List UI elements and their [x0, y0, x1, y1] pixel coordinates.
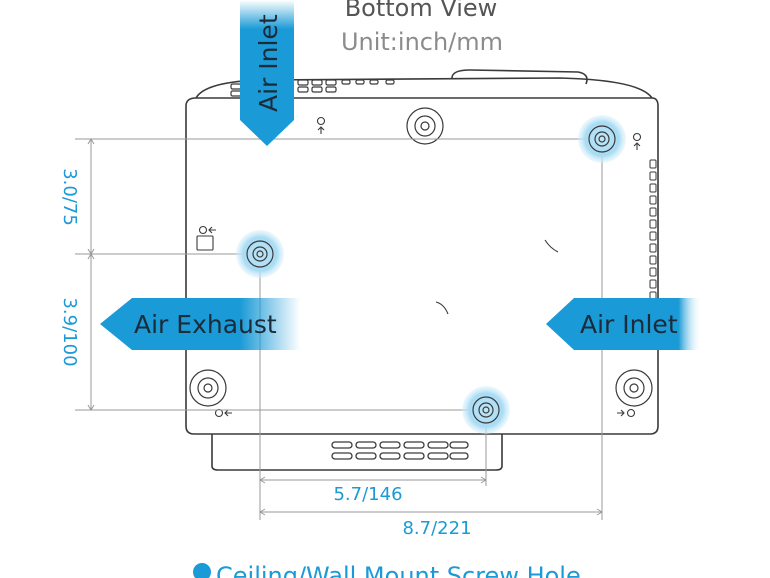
air-exhaust-label: Air Exhaust	[134, 310, 277, 339]
dimension-horizontal-inner: 5.7/146	[333, 484, 402, 505]
screw-hole-icon	[462, 386, 510, 434]
legend-label: Ceiling/Wall Mount Screw Hole	[216, 562, 581, 578]
bottom-vent-slots	[331, 441, 469, 460]
side-vent-slots	[649, 159, 657, 301]
dimension-horizontal-outer: 8.7/221	[402, 518, 471, 539]
air-inlet-right-arrow: Air Inlet	[546, 298, 702, 350]
top-vent-slots	[230, 79, 395, 97]
unit-subtitle: Unit:inch/mm	[341, 28, 503, 56]
air-exhaust-arrow: Air Exhaust	[100, 298, 300, 350]
air-inlet-top-arrow: Air Inlet	[240, 0, 294, 146]
screw-hole-icon	[578, 115, 626, 163]
legend: Ceiling/Wall Mount Screw Hole	[193, 562, 581, 578]
view-title: Bottom View	[345, 0, 498, 22]
dimension-vertical-upper: 3.0/75	[59, 168, 80, 226]
screw-hole-icon	[236, 230, 284, 278]
air-inlet-right-label: Air Inlet	[580, 310, 678, 339]
projector-body	[185, 69, 659, 471]
small-markers	[196, 116, 642, 418]
air-inlet-top-label: Air Inlet	[254, 14, 283, 112]
adjustable-foot-icon	[189, 107, 653, 407]
dimension-vertical-lower: 3.9/100	[59, 297, 80, 366]
legend-dot-icon	[193, 563, 211, 578]
